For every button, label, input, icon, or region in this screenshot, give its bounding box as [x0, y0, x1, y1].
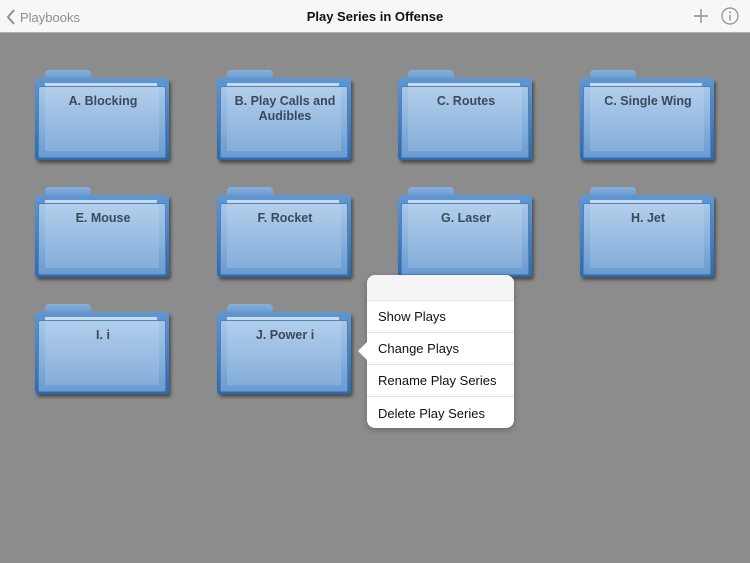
menu-item-show-plays[interactable]: Show Plays — [367, 301, 514, 333]
navigation-bar: Playbooks Play Series in Offense — [0, 0, 750, 33]
folder-play-series[interactable]: G. Laser — [398, 187, 534, 279]
back-button-label: Playbooks — [20, 9, 80, 25]
popover-header — [367, 275, 514, 301]
folder-play-series[interactable]: C. Single Wing — [580, 70, 716, 162]
folder-play-series[interactable]: F. Rocket — [217, 187, 353, 279]
info-icon[interactable] — [721, 7, 739, 25]
folder-play-series[interactable]: C. Routes — [398, 70, 534, 162]
folder-label: A. Blocking — [68, 94, 138, 108]
chevron-left-icon — [6, 9, 15, 25]
folder-label: G. Laser — [440, 211, 492, 225]
folder-label: C. Single Wing — [604, 94, 692, 108]
folder-label: I. i — [96, 328, 110, 342]
plus-icon[interactable] — [693, 8, 709, 24]
menu-item-change-plays[interactable]: Change Plays — [367, 333, 514, 365]
page-title: Play Series in Offense — [306, 9, 444, 24]
menu-item-rename-play-series[interactable]: Rename Play Series — [367, 365, 514, 397]
folder-label: C. Routes — [436, 94, 496, 108]
context-menu-popover: Show Plays Change Plays Rename Play Seri… — [358, 275, 514, 428]
folder-play-series[interactable]: E. Mouse — [35, 187, 171, 279]
folder-play-series[interactable]: I. i — [35, 304, 171, 396]
folder-label: H. Jet — [630, 211, 666, 225]
folder-play-series[interactable]: A. Blocking — [35, 70, 171, 162]
folder-play-series[interactable]: J. Power i — [217, 304, 353, 396]
folder-label: E. Mouse — [75, 211, 131, 225]
folder-play-series[interactable]: H. Jet — [580, 187, 716, 279]
folder-label: F. Rocket — [257, 211, 313, 225]
popover-arrow — [358, 342, 367, 360]
folder-label: J. Power i — [255, 328, 315, 342]
folder-play-series[interactable]: B. Play Calls and Audibles — [217, 70, 353, 162]
folder-label: B. Play Calls and Audibles — [234, 94, 336, 123]
back-button[interactable]: Playbooks — [6, 7, 80, 27]
menu-item-delete-play-series[interactable]: Delete Play Series — [378, 405, 485, 421]
